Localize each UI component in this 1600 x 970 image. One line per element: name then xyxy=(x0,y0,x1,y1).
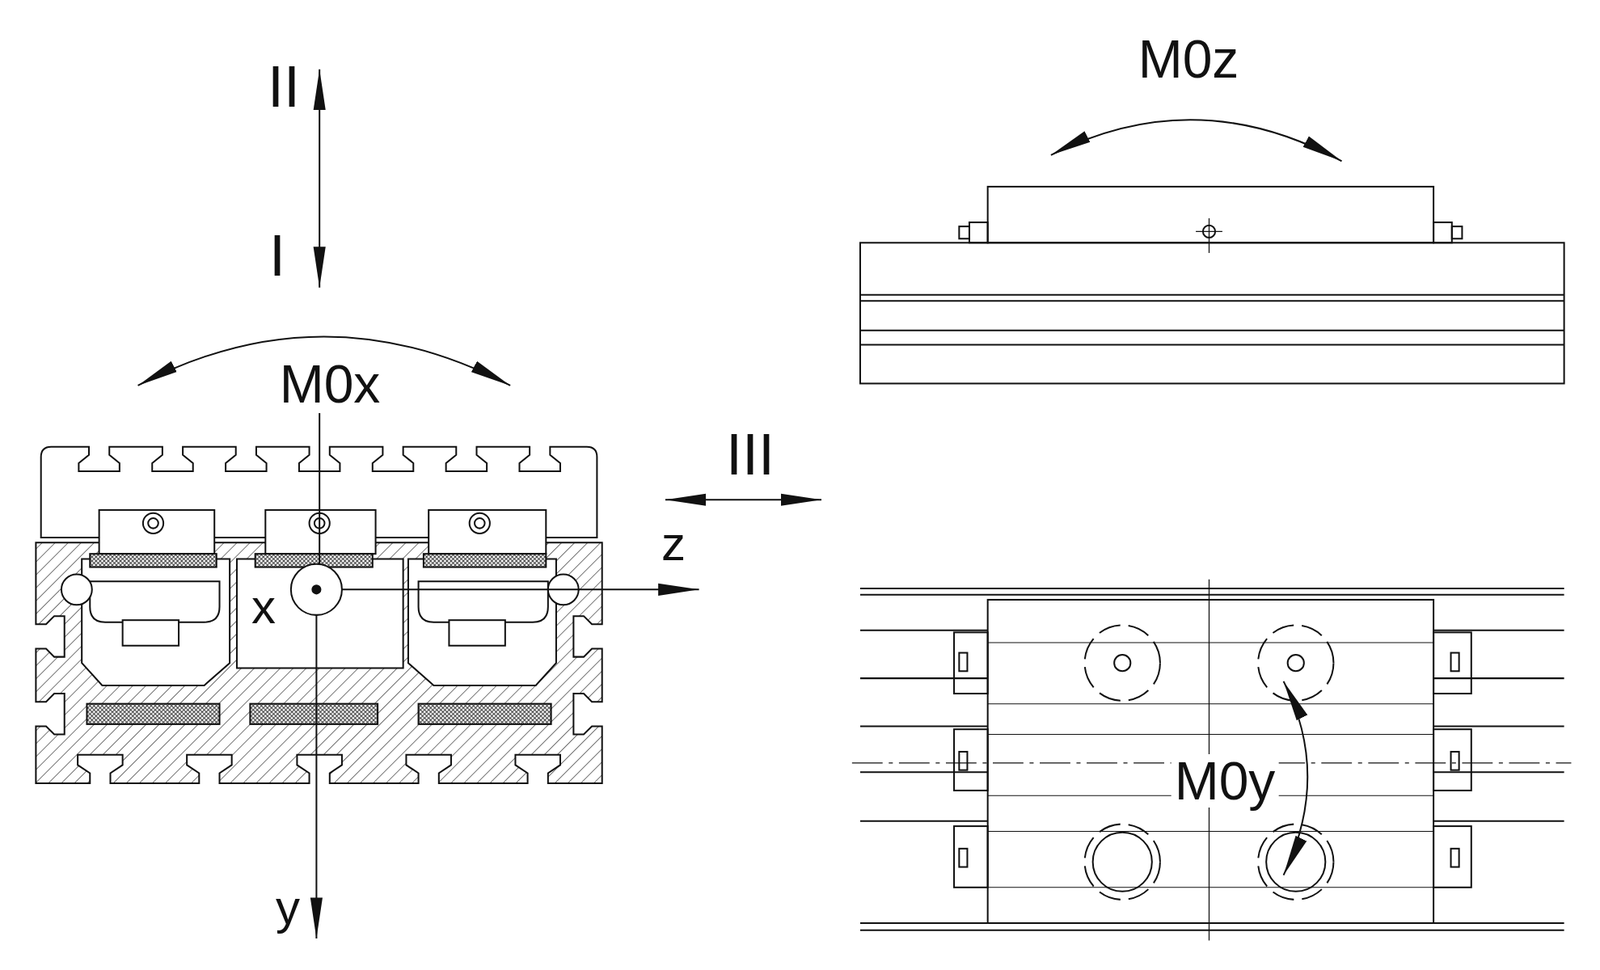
axis-label: z xyxy=(661,519,686,569)
direction-label: III xyxy=(726,425,775,484)
moment-label: M0x xyxy=(276,357,385,411)
moment-label: M0z xyxy=(1138,32,1240,86)
direction-label: II xyxy=(267,57,300,116)
axis-label: x xyxy=(248,582,279,632)
axis-label: y xyxy=(275,883,300,933)
moment-label: M0y xyxy=(1171,754,1280,808)
direction-label: I xyxy=(269,226,286,285)
